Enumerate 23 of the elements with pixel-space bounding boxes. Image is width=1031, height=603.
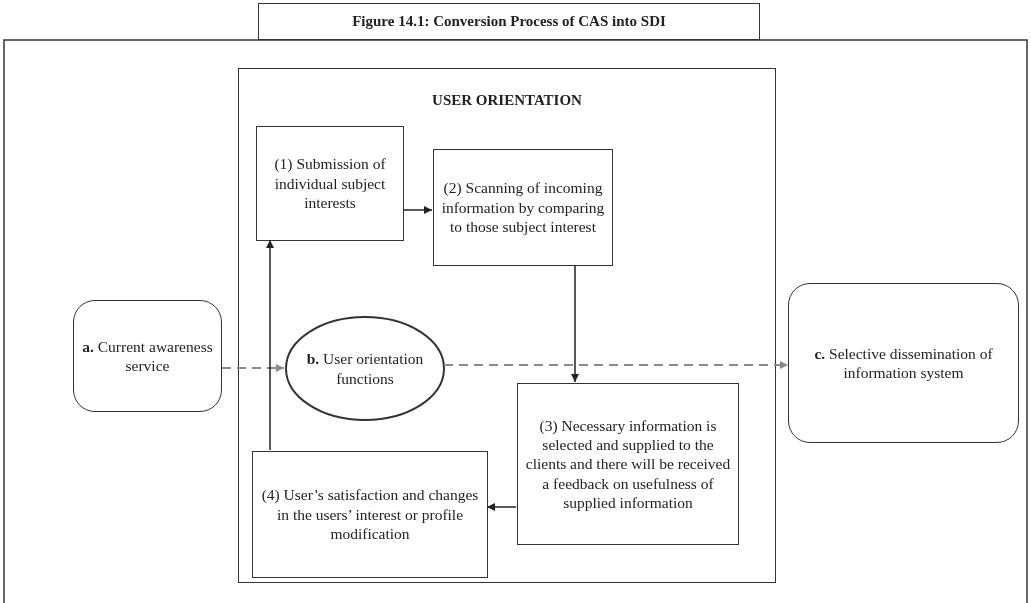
process-box [517, 383, 739, 545]
arrow [402, 206, 433, 214]
rounded-box [788, 283, 1019, 443]
arrow [266, 239, 274, 451]
node-label: (4) User’s satisfaction and changes in the users’ interest or profile modification [260, 485, 480, 544]
rounded-box [73, 300, 222, 412]
arrow [486, 503, 517, 511]
node-label: (1) Submission of individual subject interests [273, 154, 387, 213]
figure-title: Figure 14.1: Conversion Process of CAS into SDI [258, 3, 760, 40]
node-label: (3) Necessary information is selected and supplied to the clients and there will be received a feedback on usefulness of supplied information [524, 415, 732, 513]
node-label: c. Selective dissemination of information system [813, 343, 994, 383]
node-label: (2) Scanning of incoming information by comparing to those subject interest [440, 178, 606, 237]
node-label: b. User orientation functions [305, 349, 425, 388]
group-box [238, 68, 776, 583]
arrow [571, 264, 579, 383]
arrow [443, 361, 789, 369]
function-ellipse [285, 316, 445, 421]
process-box [252, 451, 488, 578]
process-box [433, 149, 613, 266]
node-label: a. Current awareness service [81, 336, 214, 376]
arrow [221, 364, 285, 372]
group-heading: USER ORIENTATION [431, 91, 583, 110]
process-box [256, 126, 404, 241]
